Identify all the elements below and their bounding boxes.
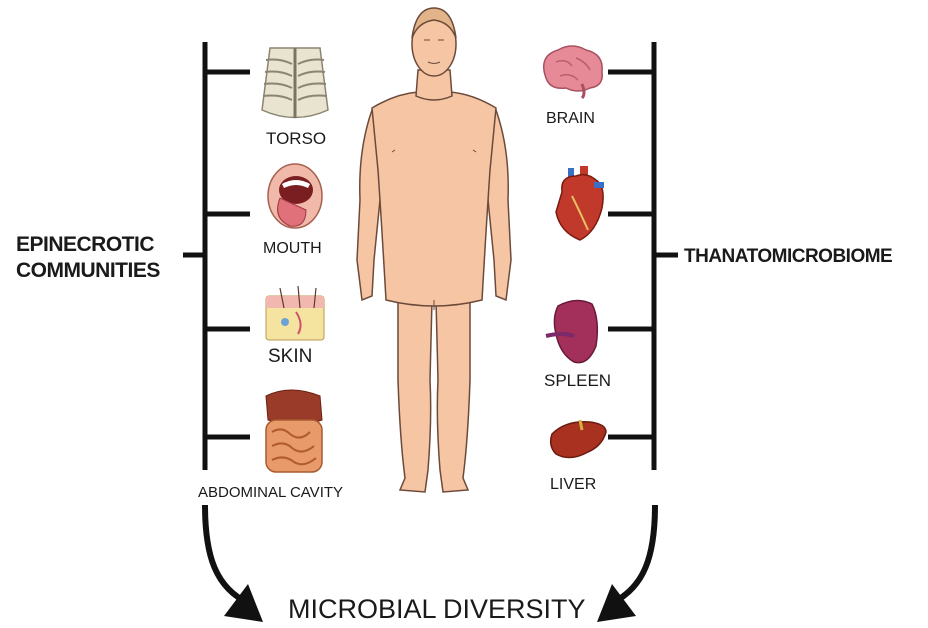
mouth-icon: [268, 164, 322, 228]
liver-label: LIVER: [550, 476, 596, 494]
skin-layers-icon: [266, 286, 324, 340]
left-bracket: [183, 42, 250, 470]
left-curved-arrow: [205, 505, 263, 622]
right-bracket: [608, 42, 678, 470]
heart-icon: [556, 166, 604, 240]
liver-icon: [551, 420, 606, 458]
abdominal-cavity-label: ABDOMINAL CAVITY: [198, 484, 343, 501]
torso-label: TORSO: [266, 129, 326, 149]
left-group-title-line2: COMMUNITIES: [16, 259, 160, 283]
ribcage-icon: [262, 48, 328, 118]
bottom-label: MICROBIAL DIVERSITY: [288, 594, 586, 625]
mouth-label: MOUTH: [263, 240, 322, 258]
intestines-icon: [266, 390, 322, 472]
right-group-title: THANATOMICROBIOME: [684, 246, 892, 268]
right-curved-arrow: [597, 505, 655, 622]
left-group-title-line1: EPINECROTIC: [16, 233, 154, 257]
brain-label: BRAIN: [546, 110, 595, 128]
spleen-label: SPLEEN: [544, 371, 611, 391]
spleen-icon: [546, 300, 597, 362]
human-body-figure: [357, 8, 511, 492]
brain-icon: [544, 46, 603, 98]
skin-label: SKIN: [268, 346, 312, 368]
